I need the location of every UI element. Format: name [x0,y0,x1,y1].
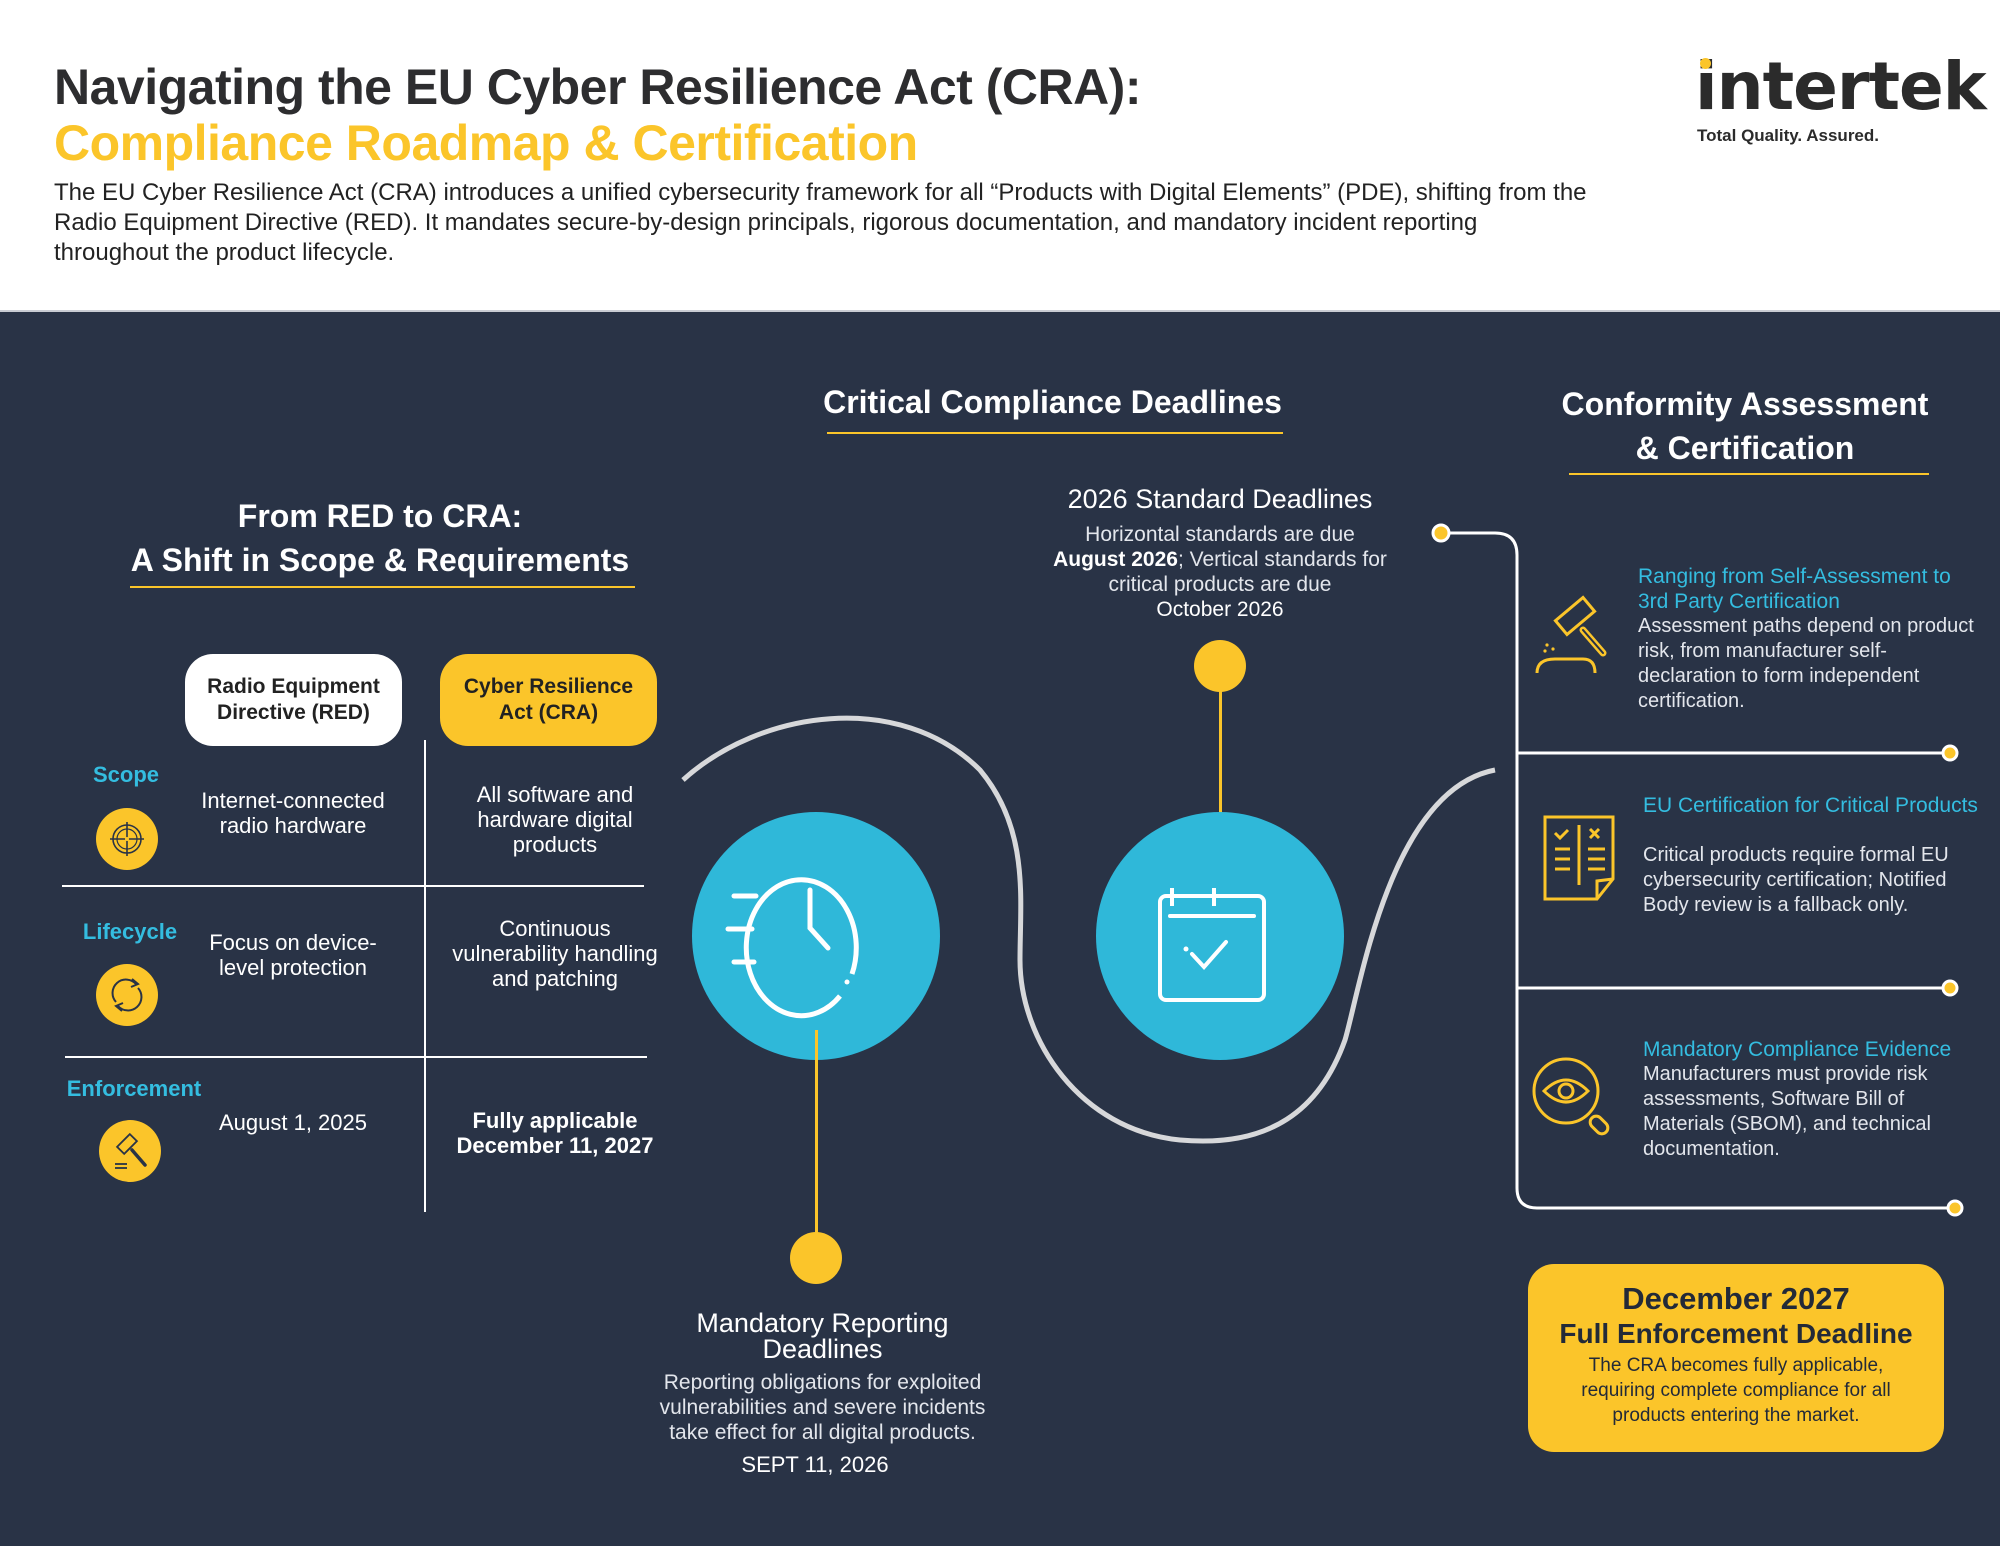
standard-body-text-1: Horizontal standards are due [1085,523,1355,546]
final-deadline-date: December 2027 [1622,1281,1850,1316]
intro-paragraph: The EU Cyber Resilience Act (CRA) introd… [54,179,1587,266]
magnifier-eye-icon [1530,1055,1620,1145]
lifecycle-red-cell: Focus on device-level protection [209,930,377,980]
conformity-title: Conformity Assessment & Certification [1545,382,1945,470]
logo-wordmark: intertek [1695,48,1987,125]
intertek-logo: intertek Total Quality. Assured. [1695,52,1987,152]
conformity-item-3-body: Manufacturers must provide risk assessme… [1643,1063,1931,1160]
standard-vertical-date: October 2026 [1156,598,1284,621]
standard-body-text-2: ; Vertical standards for critical produc… [1108,548,1387,596]
enforcement-cra-cell: Fully applicable December 11, 2027 [456,1108,654,1158]
conformity-title-line2: & Certification [1635,430,1855,466]
comparison-title-line2: A Shift in Scope & Requirements [130,542,630,578]
gavel-icon [99,1120,161,1182]
row-label-enforcement: Enforcement [66,1076,202,1101]
standard-deadline-circle [1096,812,1344,1060]
reporting-deadline-circle [692,812,940,1060]
lifecycle-cra-cell: Continuous vulnerability handling and pa… [452,916,658,991]
column-header-red: Radio Equipment Directive (RED) [185,654,402,746]
column-header-cra: Cyber Resilience Act (CRA) [440,654,657,746]
row-label-lifecycle: Lifecycle [82,919,178,944]
conformity-item-2-body: Critical products require formal EU cybe… [1643,844,1949,916]
scope-red-cell: Internet-connected radio hardware [201,788,385,838]
standard-connector [1219,690,1222,835]
deadlines-underline [827,432,1283,434]
gavel-icon [1535,585,1625,675]
final-deadline-title: Full Enforcement Deadline [1559,1318,1913,1349]
checklist-document-icon [1543,815,1633,905]
row-divider-2 [65,1056,647,1058]
page-title: Navigating the EU Cyber Resilience Act (… [54,59,1141,115]
conformity-item-1-body: Assessment paths depend on product risk,… [1638,615,1974,712]
conformity-underline [1569,473,1929,475]
row-divider-1 [62,885,644,887]
standard-timeline-dot [1194,640,1246,692]
reporting-connector [815,1030,818,1240]
comparison-title-line1: From RED to CRA: [237,498,523,534]
refresh-icon [96,964,158,1026]
fast-clock-icon [725,877,859,1019]
conformity-title-line1: Conformity Assessment [1561,386,1929,422]
comparison-title: From RED to CRA: A Shift in Scope & Requ… [90,494,670,582]
column-divider [424,740,426,1212]
conformity-item-1-heading: Ranging from Self-Assessment to 3rd Part… [1638,565,1951,613]
target-icon [96,808,158,870]
header: Navigating the EU Cyber Resilience Act (… [0,0,2000,310]
standard-horizontal-date: August 2026 [1053,548,1178,571]
page-subtitle: Compliance Roadmap & Certification [54,115,918,171]
reporting-deadlines-title: Mandatory Reporting Deadlines [696,1308,949,1364]
full-enforcement-callout: December 2027 Full Enforcement Deadline … [1528,1264,1944,1452]
reporting-deadlines-body: Reporting obligations for exploited vuln… [659,1371,986,1444]
reporting-timeline-dot [790,1232,842,1284]
row-label-scope: Scope [92,762,160,787]
calendar-check-icon [1158,888,1266,1002]
enforcement-red-cell: August 1, 2025 [218,1110,367,1135]
conformity-item-2-heading: EU Certification for Critical Products [1643,794,1978,817]
standard-deadlines-body: Horizontal standards are due August 2026… [1050,522,1390,622]
reporting-date: SEPT 11, 2026 [741,1452,889,1477]
standard-deadlines-title: 2026 Standard Deadlines [1067,484,1373,514]
conformity-item-3-heading: Mandatory Compliance Evidence [1643,1038,1952,1061]
scope-cra-cell: All software and hardware digital produc… [476,782,634,857]
comparison-underline [130,586,635,588]
logo-dot [1700,58,1711,69]
deadlines-title: Critical Compliance Deadlines [823,384,1282,420]
logo-tagline: Total Quality. Assured. [1697,126,1879,145]
final-deadline-body: The CRA becomes fully applicable, requir… [1581,1355,1891,1426]
